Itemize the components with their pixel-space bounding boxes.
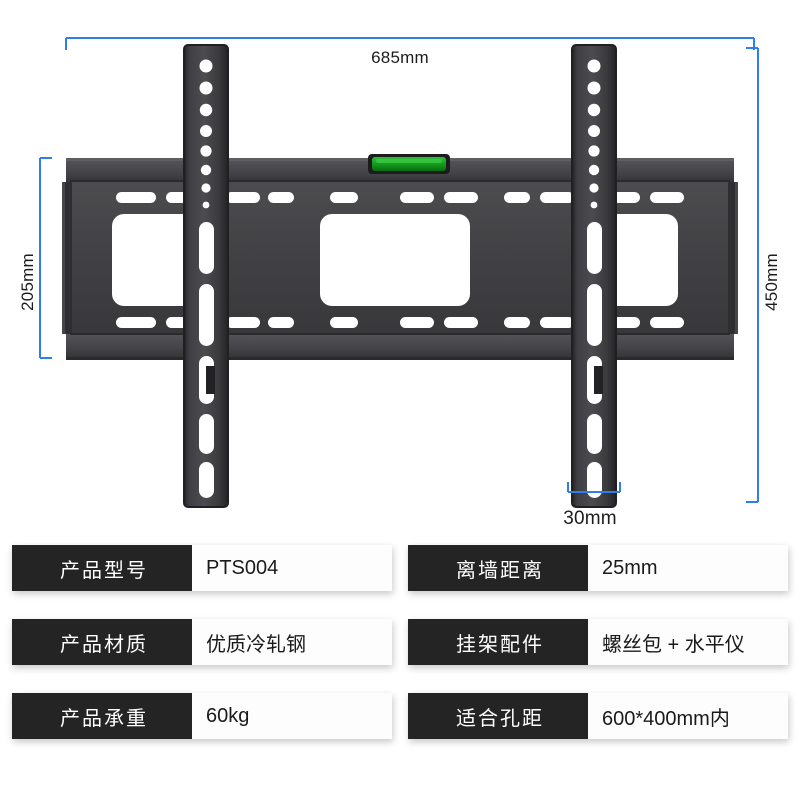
spec-row-vesa-pattern: 适合孔距 600*400mm内	[408, 693, 788, 739]
spec-row-model: 产品型号 PTS004	[12, 545, 392, 591]
spec-key-wall-distance: 离墙距离	[408, 545, 588, 591]
spec-value-accessories: 螺丝包 + 水平仪	[588, 619, 788, 665]
dimension-lines	[39, 37, 759, 503]
spec-row-material: 产品材质 优质冷轧钢	[12, 619, 392, 665]
spec-value-load-capacity: 60kg	[192, 693, 392, 739]
spec-row-accessories: 挂架配件 螺丝包 + 水平仪	[408, 619, 788, 665]
dimension-label-plate-height: 205mm	[18, 253, 37, 311]
wall-plate	[62, 158, 738, 360]
spec-table: 产品型号 PTS004 离墙距离 25mm 产品材质 优质冷轧钢 挂架配件 螺丝…	[0, 540, 800, 800]
dimension-label-rail-width: 30mm	[563, 508, 617, 529]
spec-value-vesa-pattern: 600*400mm内	[588, 693, 788, 739]
spec-key-load-capacity: 产品承重	[12, 693, 192, 739]
dimension-bottom	[567, 482, 621, 493]
vertical-mounting-rail-right	[571, 44, 617, 508]
dimension-label-height: 450mm	[762, 253, 781, 311]
spec-row-wall-distance: 离墙距离 25mm	[408, 545, 788, 591]
dimension-right	[746, 47, 759, 503]
dimension-label-width: 685mm	[371, 48, 429, 67]
bubble-level	[368, 154, 450, 174]
dimension-left	[39, 157, 52, 359]
slot-row-top	[116, 192, 684, 203]
spec-value-wall-distance: 25mm	[588, 545, 788, 591]
spec-key-material: 产品材质	[12, 619, 192, 665]
spec-value-material: 优质冷轧钢	[192, 619, 392, 665]
spec-row-load-capacity: 产品承重 60kg	[12, 693, 392, 739]
spec-key-model: 产品型号	[12, 545, 192, 591]
spec-key-vesa-pattern: 适合孔距	[408, 693, 588, 739]
spec-value-model: PTS004	[192, 545, 392, 591]
spec-key-accessories: 挂架配件	[408, 619, 588, 665]
product-illustration	[62, 44, 738, 508]
vertical-mounting-rail-left	[183, 44, 229, 508]
